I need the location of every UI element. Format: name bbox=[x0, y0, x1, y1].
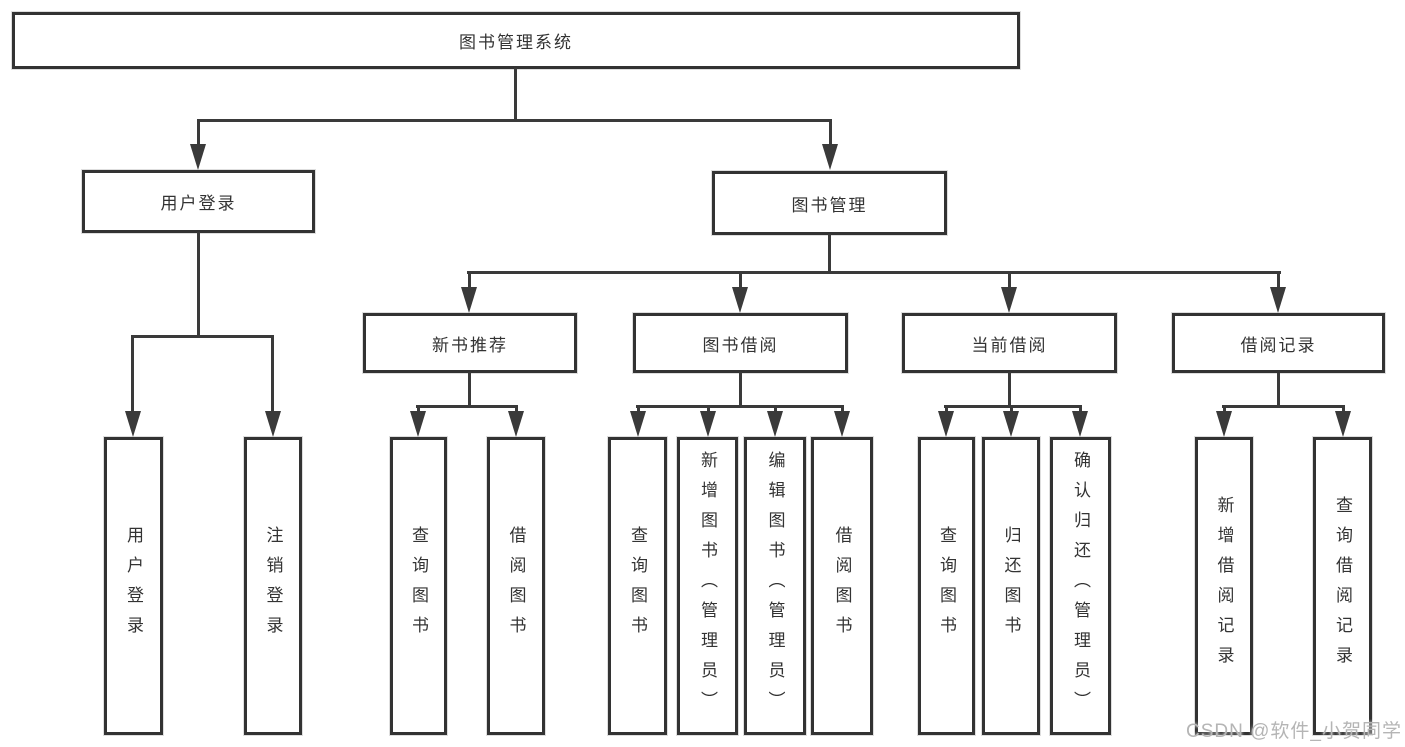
node-new-book-recommend-label: 新书推荐 bbox=[432, 335, 508, 355]
leaf-add-book-admin: 新增图书（管理员） bbox=[677, 437, 738, 735]
node-current-borrow-label: 当前借阅 bbox=[971, 335, 1048, 355]
leaf-logout: 注销登录 bbox=[244, 437, 302, 735]
connector-book-management-drop-2 bbox=[739, 271, 742, 291]
node-borrow-records-label: 借阅记录 bbox=[1240, 335, 1317, 355]
leaf-query-books-3: 查询图书 bbox=[918, 437, 975, 735]
connector-current-borrow-bar bbox=[944, 405, 1082, 408]
watermark: CSDN @软件_小贺同学 bbox=[1186, 721, 1402, 742]
arrowhead-icon bbox=[1072, 411, 1088, 437]
arrowhead-icon bbox=[1001, 287, 1017, 313]
leaf-query-books-1-label: 查询图书 bbox=[409, 526, 428, 646]
leaf-query-books-3-label: 查询图书 bbox=[937, 526, 956, 646]
connector-new-book-recommend-drop-1 bbox=[417, 405, 420, 415]
connector-current-borrow-drop-1 bbox=[945, 405, 948, 415]
connector-new-book-recommend-drop-2 bbox=[515, 405, 518, 415]
connector-user-login-bar bbox=[131, 335, 274, 338]
arrowhead-icon bbox=[700, 411, 716, 437]
node-new-book-recommend: 新书推荐 bbox=[363, 313, 577, 373]
arrowhead-icon bbox=[461, 287, 477, 313]
node-user-login-label: 用户登录 bbox=[160, 194, 237, 213]
arrowhead-icon bbox=[1003, 411, 1019, 437]
leaf-confirm-return-admin-label: 确认归还（管理员） bbox=[1071, 451, 1090, 721]
arrowhead-icon bbox=[767, 411, 783, 437]
arrowhead-icon bbox=[508, 411, 524, 437]
node-current-borrow: 当前借阅 bbox=[902, 313, 1117, 373]
connector-user-login-drop-1 bbox=[131, 335, 134, 413]
arrowhead-icon bbox=[938, 411, 954, 437]
connector-borrow-records-drop-2 bbox=[1342, 405, 1345, 415]
connector-current-borrow-drop-2 bbox=[1010, 405, 1013, 415]
leaf-return-books: 归还图书 bbox=[982, 437, 1040, 735]
arrowhead-icon bbox=[1216, 411, 1232, 437]
leaf-user-login-label: 用户登录 bbox=[124, 526, 143, 646]
arrowhead-icon bbox=[630, 411, 646, 437]
arrowhead-icon bbox=[822, 144, 838, 170]
connector-book-borrow-drop-2 bbox=[707, 405, 710, 415]
connector-user-login-stub bbox=[197, 232, 200, 337]
connector-book-management-drop-4 bbox=[1277, 271, 1280, 291]
leaf-add-borrow-record: 新增借阅记录 bbox=[1195, 437, 1253, 735]
arrowhead-icon bbox=[732, 287, 748, 313]
leaf-edit-book-admin: 编辑图书（管理员） bbox=[744, 437, 806, 735]
connector-book-management-stub bbox=[828, 234, 831, 274]
connector-book-borrow-drop-4 bbox=[841, 405, 844, 415]
leaf-query-books-2: 查询图书 bbox=[608, 437, 667, 735]
leaf-borrow-books-2-label: 借阅图书 bbox=[832, 526, 852, 646]
connector-root-stub bbox=[514, 68, 517, 120]
leaf-query-books-2-label: 查询图书 bbox=[628, 526, 647, 646]
connector-book-management-bar bbox=[467, 271, 1281, 274]
node-book-borrow-label: 图书借阅 bbox=[702, 335, 779, 355]
leaf-borrow-books-1-label: 借阅图书 bbox=[506, 526, 526, 646]
connector-book-management-drop-1 bbox=[468, 271, 471, 291]
connector-book-borrow-stub bbox=[739, 372, 742, 408]
connector-book-borrow-bar bbox=[636, 405, 844, 408]
leaf-confirm-return-admin: 确认归还（管理员） bbox=[1050, 437, 1111, 735]
arrowhead-icon bbox=[834, 411, 850, 437]
leaf-logout-label: 注销登录 bbox=[263, 526, 283, 646]
connector-current-borrow-stub bbox=[1008, 372, 1011, 408]
connector-book-borrow-drop-1 bbox=[637, 405, 640, 415]
connector-borrow-records-stub bbox=[1277, 373, 1280, 408]
leaf-return-books-label: 归还图书 bbox=[1001, 526, 1021, 646]
connector-current-borrow-drop-3 bbox=[1079, 405, 1082, 415]
arrowhead-icon bbox=[190, 144, 206, 170]
connector-book-borrow-drop-3 bbox=[774, 405, 777, 415]
arrowhead-icon bbox=[265, 411, 281, 437]
connector-new-book-recommend-stub bbox=[468, 372, 471, 408]
leaf-user-login: 用户登录 bbox=[104, 437, 163, 735]
arrowhead-icon bbox=[410, 411, 426, 437]
node-root: 图书管理系统 bbox=[12, 12, 1020, 69]
connector-root-drop-left bbox=[197, 119, 200, 147]
connector-root-drop-right bbox=[829, 119, 832, 147]
connector-new-book-recommend-bar bbox=[416, 405, 518, 408]
node-book-borrow: 图书借阅 bbox=[633, 313, 848, 373]
connector-book-management-drop-3 bbox=[1008, 271, 1011, 291]
leaf-query-borrow-record-label: 查询借阅记录 bbox=[1333, 496, 1352, 676]
leaf-borrow-books-1: 借阅图书 bbox=[487, 437, 545, 735]
arrowhead-icon bbox=[1335, 411, 1351, 437]
node-user-login: 用户登录 bbox=[82, 170, 315, 233]
node-borrow-records: 借阅记录 bbox=[1172, 313, 1385, 373]
connector-borrow-records-drop-1 bbox=[1223, 405, 1226, 415]
node-book-management: 图书管理 bbox=[712, 171, 947, 235]
leaf-edit-book-admin-label: 编辑图书（管理员） bbox=[765, 451, 785, 721]
leaf-query-books-1: 查询图书 bbox=[390, 437, 447, 735]
connector-root-bar bbox=[197, 119, 831, 122]
node-root-label: 图书管理系统 bbox=[459, 33, 573, 52]
leaf-borrow-books-2: 借阅图书 bbox=[811, 437, 873, 735]
leaf-add-book-admin-label: 新增图书（管理员） bbox=[698, 451, 717, 721]
connector-borrow-records-bar bbox=[1222, 405, 1345, 408]
node-book-management-label: 图书管理 bbox=[791, 195, 868, 215]
arrowhead-icon bbox=[1270, 287, 1286, 313]
connector-user-login-drop-2 bbox=[271, 335, 274, 413]
arrowhead-icon bbox=[125, 411, 141, 437]
leaf-query-borrow-record: 查询借阅记录 bbox=[1313, 437, 1372, 735]
leaf-add-borrow-record-label: 新增借阅记录 bbox=[1214, 496, 1234, 676]
